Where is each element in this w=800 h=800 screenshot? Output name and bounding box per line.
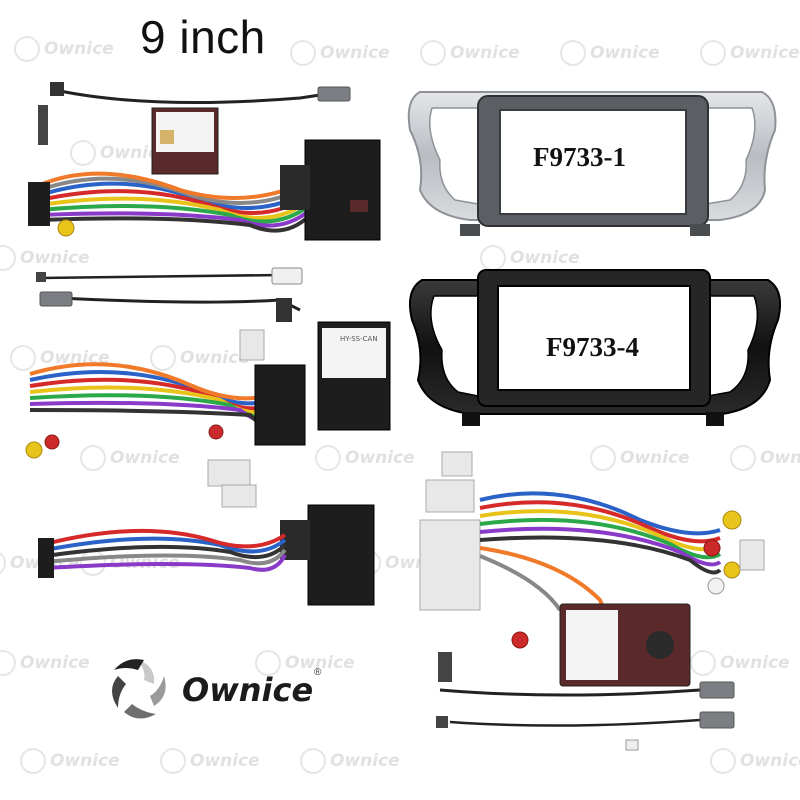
dash-frame-black [409, 269, 781, 426]
registered-mark: ® [314, 667, 322, 678]
screen-size-title: 9 inch [140, 11, 266, 63]
power-harness-3 [38, 504, 375, 606]
dash-frame-silver [407, 91, 777, 236]
product-code-1: F9733-1 [533, 142, 626, 172]
brand-name: Ownice [182, 671, 314, 709]
product-code-2: F9733-4 [546, 332, 639, 362]
antenna-cables [36, 267, 303, 322]
power-harness-2 [25, 321, 391, 508]
brand-logo: Ownice ® [100, 655, 330, 725]
can-box-label: HY-SS-CAN [340, 335, 378, 343]
ownice-swirl-logo-icon [112, 659, 166, 719]
power-harness-4 [419, 451, 765, 751]
power-harness-1 [28, 82, 381, 241]
